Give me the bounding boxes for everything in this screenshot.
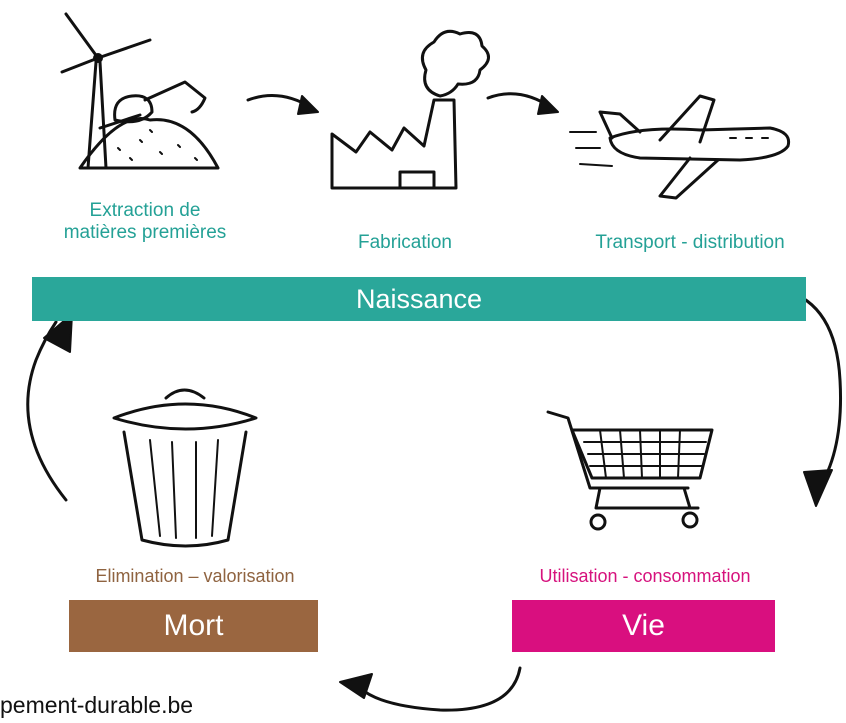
utilisation-label: Utilisation - consommation bbox=[539, 566, 751, 586]
arrow-bottom-icon bbox=[339, 666, 522, 712]
vie-bar: Vie bbox=[512, 600, 775, 652]
arrow-right-icon bbox=[782, 288, 842, 507]
naissance-bar: Naissance bbox=[32, 277, 806, 321]
arrow-1-icon bbox=[246, 94, 319, 115]
airplane-icon bbox=[569, 94, 791, 200]
mort-bar: Mort bbox=[69, 600, 318, 652]
extraction-label-line1: Extraction de bbox=[89, 200, 201, 221]
source-text: pement-durable.be bbox=[0, 692, 194, 718]
transport-label: Transport - distribution bbox=[595, 232, 785, 253]
extraction-label: Extraction de matières premières bbox=[30, 200, 260, 244]
elimination-label: Elimination – valorisation bbox=[95, 566, 295, 586]
arrow-left-icon bbox=[26, 313, 73, 502]
arrow-2-icon bbox=[486, 92, 559, 115]
shopping-cart-icon bbox=[546, 410, 714, 531]
extraction-label-line2: matières premières bbox=[63, 221, 227, 243]
factory-icon bbox=[330, 29, 490, 190]
wind-turbine-excavator-icon bbox=[60, 12, 220, 170]
fabrication-label: Fabrication bbox=[358, 232, 452, 253]
trash-can-icon bbox=[112, 388, 258, 548]
